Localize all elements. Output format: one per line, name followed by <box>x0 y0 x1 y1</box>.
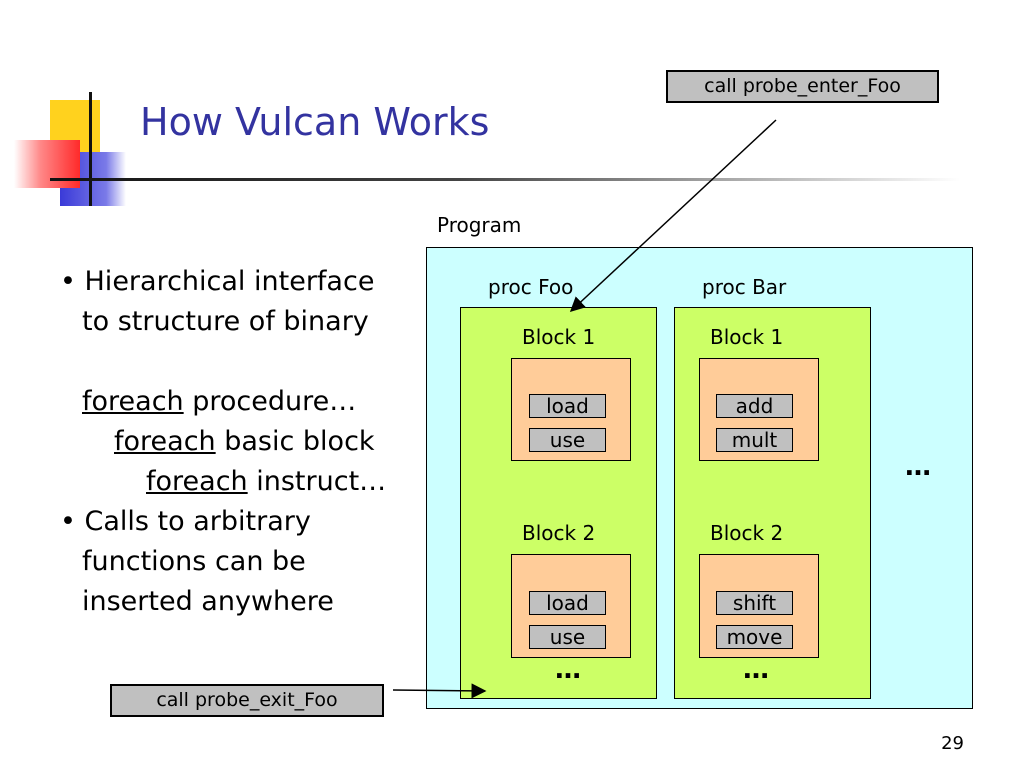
foreach-instruct-line: foreach instruct… <box>60 462 420 502</box>
title-underline <box>50 178 960 181</box>
foreach-instruct-text: instruct… <box>247 466 387 497</box>
bar-block-1-instr-add: add <box>716 394 793 418</box>
foo-block-2-instr-use: use <box>529 625 606 649</box>
foreach-keyword: foreach <box>82 386 184 417</box>
bar-block-1-instr-mult: mult <box>716 428 793 452</box>
bullet-2-line-1: • Calls to arbitrary <box>60 506 311 537</box>
more-procs-ellipsis: … <box>905 452 932 482</box>
foo-block-1-instr-load: load <box>529 394 606 418</box>
bullet-list: • Hierarchical interface to structure of… <box>60 262 420 622</box>
bar-block-2-instr-move: move <box>716 625 793 649</box>
call-probe-enter-box: call probe_enter_Foo <box>666 70 939 103</box>
bullet-2-line-2: functions can be <box>82 546 306 577</box>
slide-title: How Vulcan Works <box>140 100 490 144</box>
enter-probe-arrow <box>569 119 777 313</box>
foo-more-blocks-ellipsis: … <box>555 655 582 685</box>
foo-block-1-instr-use: use <box>529 428 606 452</box>
bar-more-blocks-ellipsis: … <box>743 655 770 685</box>
foreach-basic-block-line: foreach basic block <box>60 422 420 462</box>
call-probe-exit-box: call probe_exit_Foo <box>110 684 384 717</box>
foo-block-2-label: Block 2 <box>522 521 596 545</box>
bar-block-2-instr-shift: shift <box>716 591 793 615</box>
proc-bar-label: proc Bar <box>702 275 787 299</box>
foo-block-1-label: Block 1 <box>522 325 596 349</box>
foo-block-2-instr-load: load <box>529 591 606 615</box>
page-number: 29 <box>941 733 964 754</box>
call-probe-enter-label: call probe_enter_Foo <box>704 75 901 97</box>
bar-block-1-label: Block 1 <box>710 325 784 349</box>
foreach-keyword: foreach <box>146 466 248 497</box>
foreach-basic-block-text: basic block <box>215 426 375 457</box>
bar-block-2-label: Block 2 <box>710 521 784 545</box>
call-probe-exit-label: call probe_exit_Foo <box>156 689 338 711</box>
bullet-1-line-1: • Hierarchical interface <box>60 266 375 297</box>
foreach-keyword: foreach <box>114 426 216 457</box>
foreach-procedure-line: foreach procedure… <box>60 382 420 422</box>
program-label: Program <box>437 213 522 237</box>
title-decoration-vertical-line <box>89 92 92 206</box>
exit-probe-arrow <box>392 683 487 699</box>
bullet-1-line-2: to structure of binary <box>82 306 369 337</box>
bullet-2-line-3: inserted anywhere <box>82 586 334 617</box>
proc-foo-label: proc Foo <box>488 275 574 299</box>
foreach-procedure-text: procedure… <box>183 386 357 417</box>
